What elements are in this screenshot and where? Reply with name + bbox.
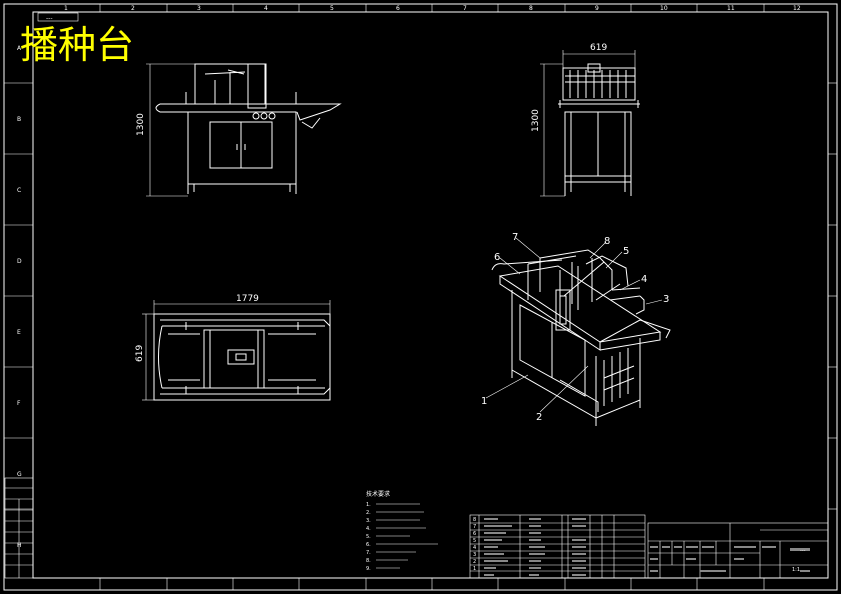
title-block-entries <box>650 546 810 572</box>
front-height-label: 1300 <box>136 113 146 136</box>
side-height-label: 1300 <box>531 109 541 132</box>
plan-width-label: 619 <box>135 345 145 362</box>
title-block-sheet: --- <box>800 548 806 554</box>
tech-note: 9. <box>366 566 371 572</box>
zone-label-left: C <box>17 187 21 194</box>
zone-label-top: 6 <box>396 5 400 12</box>
callout-leaders <box>485 237 663 413</box>
technical-notes: 技术要求 1. 2. 3. 4. 5. 6. 7. 8. 9. <box>366 490 438 572</box>
callout-8: 8 <box>604 236 610 247</box>
bom-row-number: 3 <box>473 552 476 558</box>
zone-ticks <box>4 4 837 590</box>
tech-note: 8. <box>366 558 371 564</box>
outer-border <box>3 3 838 591</box>
callout-labels: 1 2 3 4 5 6 7 8 <box>481 232 669 423</box>
front-view <box>155 63 342 194</box>
plan-length-label: 1779 <box>236 294 259 304</box>
bom-entries <box>484 518 586 576</box>
zone-label-left: B <box>17 116 21 123</box>
tech-note: 4. <box>366 526 371 532</box>
plan-dimensions <box>142 300 331 401</box>
zone-label-top: 11 <box>727 5 735 12</box>
bom-row-numbers: 8 7 6 5 4 3 2 1 <box>473 517 476 572</box>
zone-label-top: 7 <box>463 5 467 12</box>
zone-label-left: D <box>17 258 22 265</box>
bom-row-number: 6 <box>473 531 476 537</box>
callout-6: 6 <box>494 252 500 263</box>
zone-label-left: E <box>17 329 21 336</box>
left-stamp-table <box>4 477 34 579</box>
tech-note: 6. <box>366 542 371 548</box>
zone-label-top: 12 <box>793 5 801 12</box>
drawing-number-tag-text: --- <box>46 15 53 22</box>
zone-label-top: 2 <box>131 5 135 12</box>
bom-row-number: 2 <box>473 559 476 565</box>
title-block <box>647 522 829 579</box>
callout-3: 3 <box>663 294 669 305</box>
zone-label-top: 1 <box>64 5 68 12</box>
inner-border <box>32 11 829 579</box>
tech-note: 2. <box>366 510 371 516</box>
callout-4: 4 <box>641 274 647 285</box>
zone-label-left: A <box>17 45 22 52</box>
zone-label-left: F <box>17 400 21 407</box>
bill-of-materials <box>469 514 646 579</box>
zone-label-top: 9 <box>595 5 599 12</box>
bom-row-number: 7 <box>473 524 476 530</box>
bom-row-number: 8 <box>473 517 476 523</box>
tech-notes-title: 技术要求 <box>366 490 390 498</box>
zone-label-top: 8 <box>529 5 533 12</box>
side-width-label: 619 <box>590 43 607 53</box>
tech-note: 3. <box>366 518 371 524</box>
bom-row-number: 1 <box>473 566 476 572</box>
plan-view <box>153 313 331 401</box>
zone-label-top: 5 <box>330 5 334 12</box>
tech-note: 1. <box>366 502 371 508</box>
side-dimensions <box>540 50 636 197</box>
front-height-dimension <box>146 63 195 197</box>
zone-label-top: 3 <box>197 5 201 12</box>
callout-2: 2 <box>536 412 542 423</box>
bom-row-number: 5 <box>473 538 476 544</box>
tech-note: 5. <box>366 534 371 540</box>
zone-label-left: G <box>17 471 22 478</box>
title-block-scale: 1:1 <box>792 567 800 573</box>
bom-row-number: 4 <box>473 545 476 551</box>
side-view <box>558 63 640 196</box>
zone-labels: 1 2 3 4 5 6 7 8 9 10 11 12 A B C D E F G… <box>17 5 801 549</box>
drawing-title: 播种台 <box>20 23 134 67</box>
isometric-view <box>491 249 671 426</box>
callout-7: 7 <box>512 232 518 243</box>
callout-5: 5 <box>623 246 629 257</box>
drawing-number-tag <box>37 12 79 22</box>
zone-label-top: 4 <box>264 5 268 12</box>
tech-note: 7. <box>366 550 371 556</box>
zone-label-top: 10 <box>660 5 668 12</box>
callout-1: 1 <box>481 396 487 407</box>
